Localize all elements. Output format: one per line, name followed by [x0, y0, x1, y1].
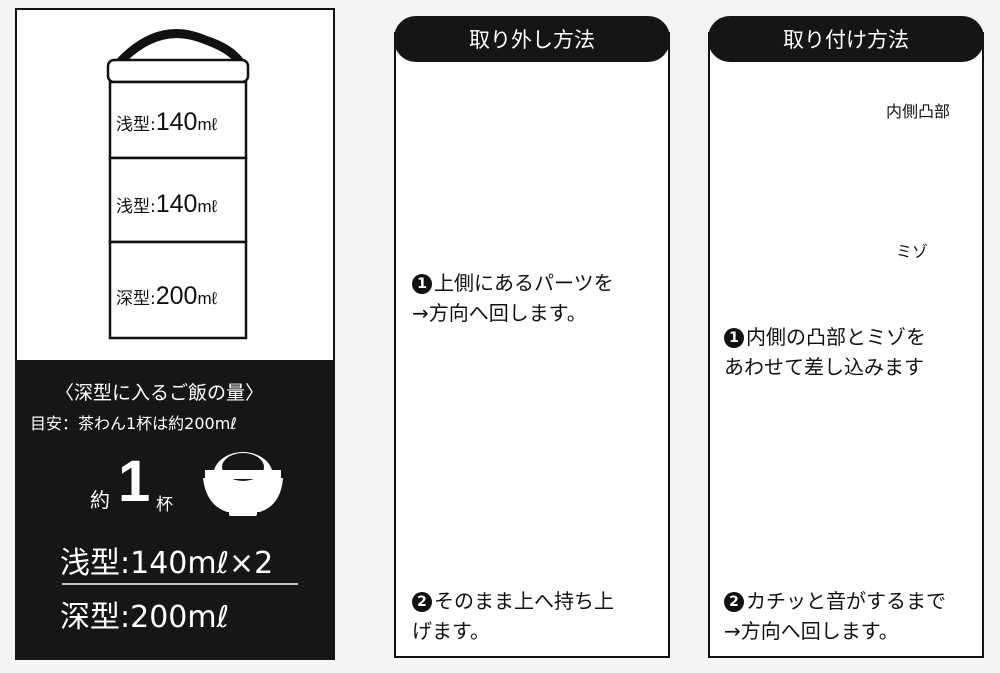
- shallow-capacity-line: 浅型:140mℓ×2: [60, 546, 274, 581]
- attach-panel: [708, 32, 984, 658]
- callout-convex-part: 内側凸部: [886, 102, 951, 121]
- cups-suffix: 杯: [156, 495, 173, 515]
- deep-capacity-line: 深型:200mℓ: [60, 600, 229, 635]
- step-number-badge: 1: [412, 274, 432, 294]
- rice-amount-panel: [15, 360, 335, 660]
- rice-heading: 〈深型に入るご飯の量〉: [55, 382, 265, 404]
- cups-prefix: 約: [90, 488, 110, 512]
- stacked-container-icon: [106, 29, 250, 340]
- rice-bowl-icon: [203, 452, 283, 516]
- tier-bottom-label: 深型:200mℓ: [116, 282, 218, 310]
- callout-groove: ミゾ: [896, 242, 929, 261]
- step-number-badge: 2: [412, 592, 432, 612]
- rice-note: 目安：茶わん1杯は約200mℓ: [30, 414, 237, 433]
- cups-number: 1: [118, 449, 151, 514]
- removal-title: 取り外し方法: [394, 16, 670, 62]
- step-number-badge: 2: [724, 592, 744, 612]
- step-number-badge: 1: [724, 328, 744, 348]
- removal-panel: [394, 32, 670, 658]
- attach-title: 取り付け方法: [708, 16, 984, 62]
- tier-top-label: 浅型:140mℓ: [116, 108, 218, 136]
- tier-middle-label: 浅型:140mℓ: [116, 190, 218, 218]
